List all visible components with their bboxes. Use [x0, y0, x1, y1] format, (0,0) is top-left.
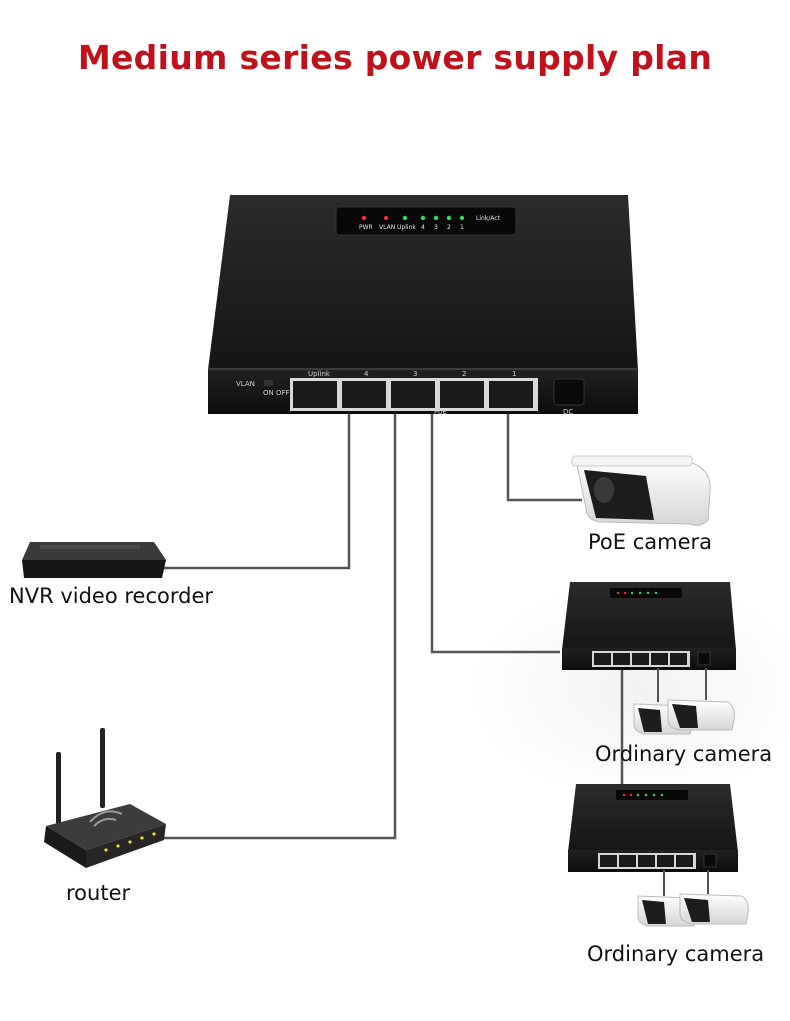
main-poe-switch: PWR VLAN Uplink 4 3 2 1 Link/Act VLAN ON…: [208, 195, 638, 416]
rj45-ports: [293, 381, 533, 408]
switch-top-face: [208, 195, 638, 370]
port-label-4: 4: [364, 370, 369, 378]
ordinary-camera-label-2: Ordinary camera: [587, 942, 765, 966]
cable-to-small-switch: [430, 410, 560, 654]
led-vlan: [383, 215, 389, 221]
led-panel: [335, 206, 517, 236]
small-switch-2: [568, 784, 738, 872]
cables-to-cameras-1: [657, 668, 707, 702]
poe-camera-icon: [571, 455, 711, 526]
vlan-label: VLAN: [236, 380, 255, 388]
led-uplink: [402, 215, 408, 221]
led-label-vlan: VLAN: [379, 224, 395, 231]
small-switch-1: [562, 582, 736, 670]
port-2: [440, 381, 484, 408]
camera-lens: [594, 477, 614, 503]
nvr-label: NVR video recorder: [9, 584, 214, 608]
port-labels: Uplink 4 3 2 1: [308, 370, 516, 378]
poe-camera-label: PoE camera: [588, 530, 713, 554]
led-port-4: [420, 215, 426, 221]
port-1: [489, 381, 533, 408]
vlan-switch: [264, 380, 273, 386]
cable-to-nvr: [160, 410, 351, 570]
led-label-1: 1: [460, 224, 464, 231]
port-label-1: 1: [512, 370, 516, 378]
cable-to-poe-camera: [506, 410, 582, 502]
cables-to-cameras-2: [663, 870, 709, 896]
poe-label: PoE: [434, 408, 447, 416]
antenna-right: [100, 728, 105, 808]
led-label-2: 2: [447, 224, 451, 231]
router-leds: [104, 832, 156, 852]
led-port-1: [459, 215, 465, 221]
port-4: [342, 381, 386, 408]
led-label-link-act: Link/Act: [476, 215, 501, 222]
dc-port: [553, 378, 585, 406]
led-pwr: [361, 215, 367, 221]
led-labels: PWR VLAN Uplink 4 3 2 1 Link/Act: [359, 215, 501, 231]
cables: [150, 410, 624, 840]
ordinary-camera-label-1: Ordinary camera: [595, 742, 773, 766]
led-label-pwr: PWR: [359, 224, 373, 231]
port-label-2: 2: [462, 370, 466, 378]
nvr-recorder-icon: [22, 542, 166, 578]
cable-to-router: [150, 410, 397, 840]
wifi-symbol: [89, 810, 123, 827]
led-label-4: 4: [421, 224, 425, 231]
port-uplink: [293, 381, 337, 408]
led-port-3: [433, 215, 439, 221]
led-port-2: [446, 215, 452, 221]
port-3: [391, 381, 435, 408]
on-off-label: ON OFF: [263, 389, 290, 397]
ordinary-camera-icon-1b: [667, 699, 735, 731]
router-label: router: [66, 881, 131, 905]
router-icon: [44, 728, 166, 868]
port-label-uplink: Uplink: [308, 370, 331, 378]
antenna-left: [56, 752, 61, 824]
page-title: Medium series power supply plan: [77, 38, 713, 77]
dc-label: DC: [563, 408, 573, 416]
ordinary-camera-icon-2b: [679, 893, 749, 925]
status-leds: [361, 215, 465, 221]
led-label-uplink: Uplink: [397, 224, 416, 231]
led-label-3: 3: [434, 224, 438, 231]
port-label-3: 3: [413, 370, 417, 378]
